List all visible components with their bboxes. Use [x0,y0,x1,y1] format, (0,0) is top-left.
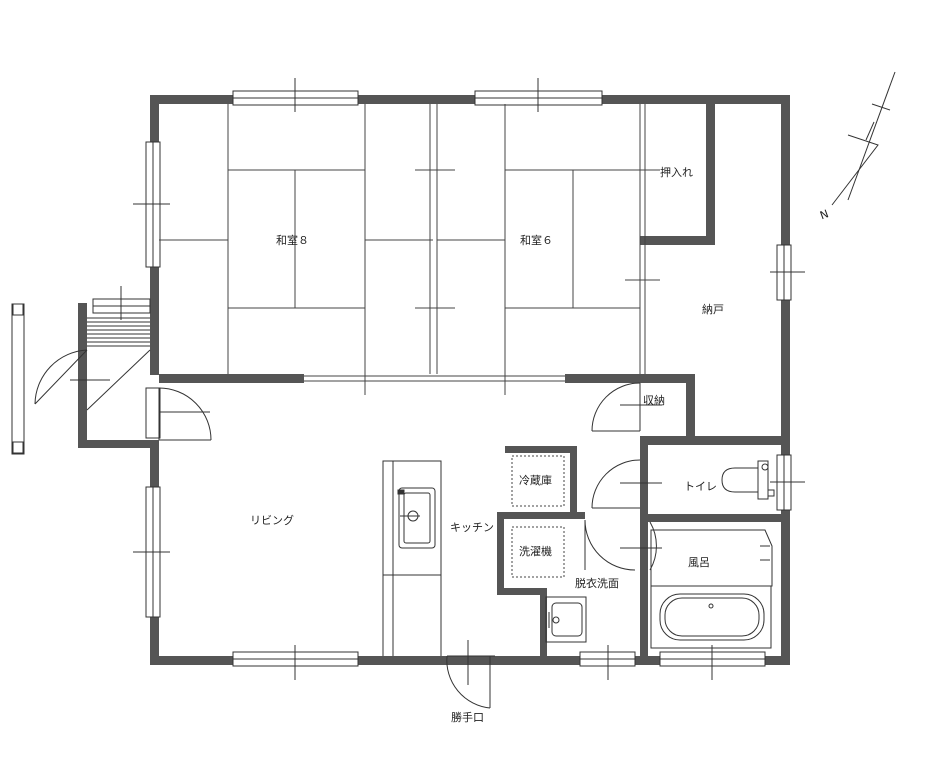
tatami-lines [159,104,646,382]
bathtub [650,529,773,649]
window-ticks [120,78,805,680]
label-kitchen: キッチン [450,521,494,534]
label-datsui: 脱衣洗面 [575,576,619,590]
toilet-fixture [721,460,775,500]
label-shuno: 収納 [643,394,665,407]
entry-porch [11,303,151,455]
doors [34,349,657,709]
refrigerator-box [511,455,565,507]
label-living: リビング [250,513,294,527]
label-katteguchi: 勝手口 [451,710,484,724]
label-oshiire: 押入れ [660,165,693,179]
washing-machine-box [511,526,565,578]
label-toilet: トイレ [684,480,717,493]
wash-basin [545,596,587,643]
label-nando: 納戸 [702,303,724,316]
kitchen-counter [382,460,442,656]
label-sentakuki: 洗濯機 [519,544,552,558]
door-ticks [70,379,662,685]
north-arrow [831,71,896,206]
label-reizoko: 冷蔵庫 [519,473,552,487]
label-north: N [818,207,830,222]
label-washitsu8: 和室８ [276,233,309,247]
label-furo: 風呂 [688,556,710,569]
label-washitsu6: 和室６ [520,233,553,247]
interior-walls [159,104,790,664]
fusuma-ticks [364,169,660,395]
